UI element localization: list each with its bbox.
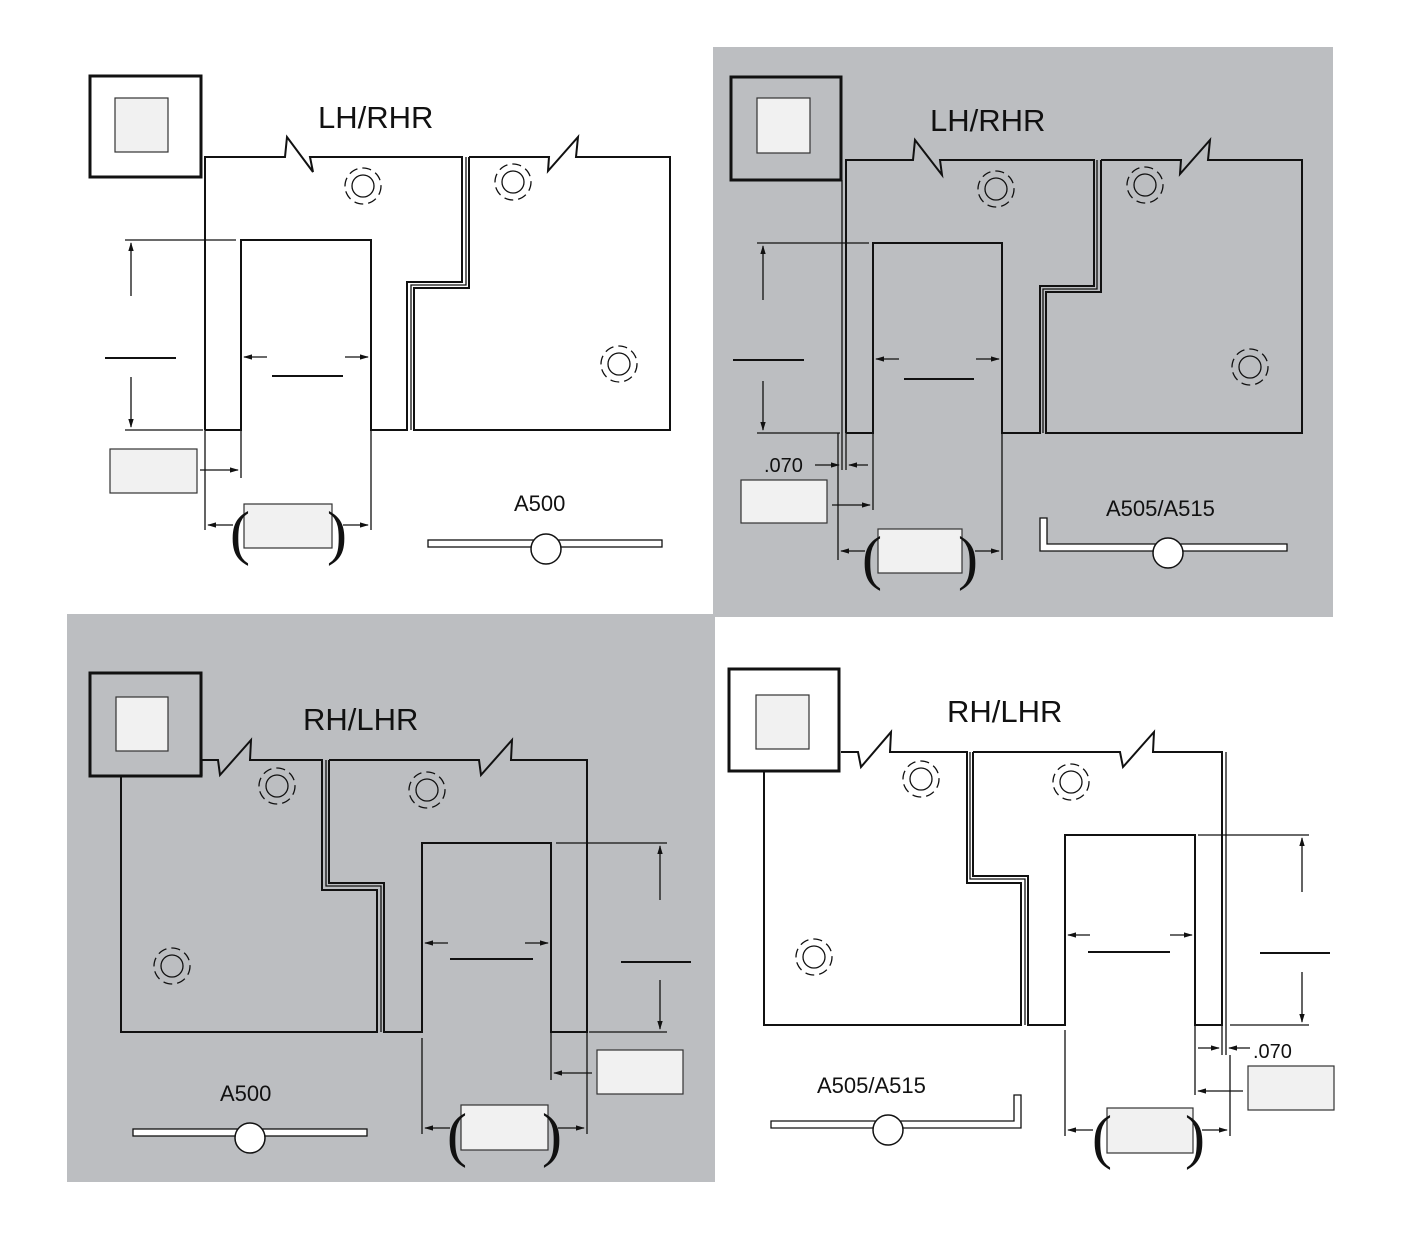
frame-leaf-outline	[1045, 137, 1303, 434]
svg-text:(: (	[862, 525, 882, 591]
frame-corner-section	[88, 671, 203, 778]
overall-width-dimension: ( )	[1064, 1030, 1231, 1170]
width-dimension	[1067, 932, 1193, 953]
panel-bottom-right: RH/LHR .070	[727, 667, 1335, 1170]
width-dimension	[875, 356, 1000, 380]
frame-corner-section	[727, 667, 841, 773]
svg-text:): )	[958, 525, 978, 591]
frame-leaf-outline	[763, 729, 1022, 1026]
hinge-profile: A505/A515	[770, 1073, 1022, 1146]
overall-width-dimension: ( )	[421, 1038, 588, 1168]
hinge-label: A505/A515	[817, 1073, 926, 1098]
svg-text:): )	[542, 1102, 562, 1168]
screw-hole	[1052, 763, 1090, 801]
width-dimension	[424, 940, 549, 960]
hinge-label: A500	[514, 491, 565, 516]
frame-leaf-outline	[413, 134, 671, 431]
offset-dimension	[1194, 1025, 1335, 1111]
door-leaf-outline	[969, 729, 1227, 1026]
panel-title: LH/RHR	[318, 100, 433, 135]
height-dimension	[1198, 834, 1330, 1026]
screw-hole	[795, 938, 833, 976]
screw-hole	[258, 767, 296, 805]
offset-dimension	[109, 430, 242, 494]
hinge-label: A505/A515	[1106, 496, 1215, 521]
panel-title: LH/RHR	[930, 103, 1045, 138]
height-dimension	[733, 242, 869, 434]
screw-hole	[153, 947, 191, 985]
hinge-profile: A500	[427, 491, 663, 565]
screw-hole	[408, 771, 446, 809]
offset-dimension	[550, 1032, 684, 1095]
svg-text:(: (	[230, 500, 250, 566]
height-dimension	[105, 239, 236, 431]
hinge-profile: A505/A515	[1039, 496, 1288, 569]
panel-top-right: LH/RHR .070	[729, 75, 1303, 591]
height-dimension	[556, 842, 691, 1033]
offset-dimension	[740, 433, 874, 524]
panel-title: RH/LHR	[947, 694, 1062, 729]
width-dimension	[243, 354, 369, 377]
thickness-dimension: .070	[1198, 1025, 1292, 1063]
panel-title: RH/LHR	[303, 702, 418, 737]
hinge-profile: A500	[132, 1081, 368, 1154]
thickness-dimension: .070	[764, 433, 868, 477]
frame-corner-section	[729, 75, 843, 182]
svg-text:): )	[1185, 1104, 1205, 1170]
screw-hole	[1126, 166, 1164, 204]
panel-bottom-left: RH/LHR	[88, 671, 691, 1168]
door-leaf-outline	[204, 134, 467, 431]
hinge-label: A500	[220, 1081, 271, 1106]
svg-text:(: (	[1092, 1104, 1112, 1170]
panel-top-left: LH/RHR	[88, 74, 671, 566]
thickness-label: .070	[1253, 1041, 1292, 1063]
frame-leaf-outline	[120, 737, 378, 1033]
thickness-label: .070	[764, 455, 803, 477]
screw-hole	[977, 170, 1015, 208]
svg-text:(: (	[447, 1102, 467, 1168]
screw-hole	[1231, 348, 1269, 386]
screw-hole	[902, 760, 940, 798]
screw-hole	[494, 163, 532, 201]
frame-corner-section	[88, 74, 203, 179]
door-leaf-outline	[841, 137, 1098, 434]
svg-text:): )	[327, 500, 347, 566]
overall-width-dimension: ( )	[204, 430, 372, 566]
overall-width-dimension: ( )	[837, 433, 1003, 591]
screw-hole	[344, 167, 382, 205]
screw-hole	[600, 345, 638, 383]
